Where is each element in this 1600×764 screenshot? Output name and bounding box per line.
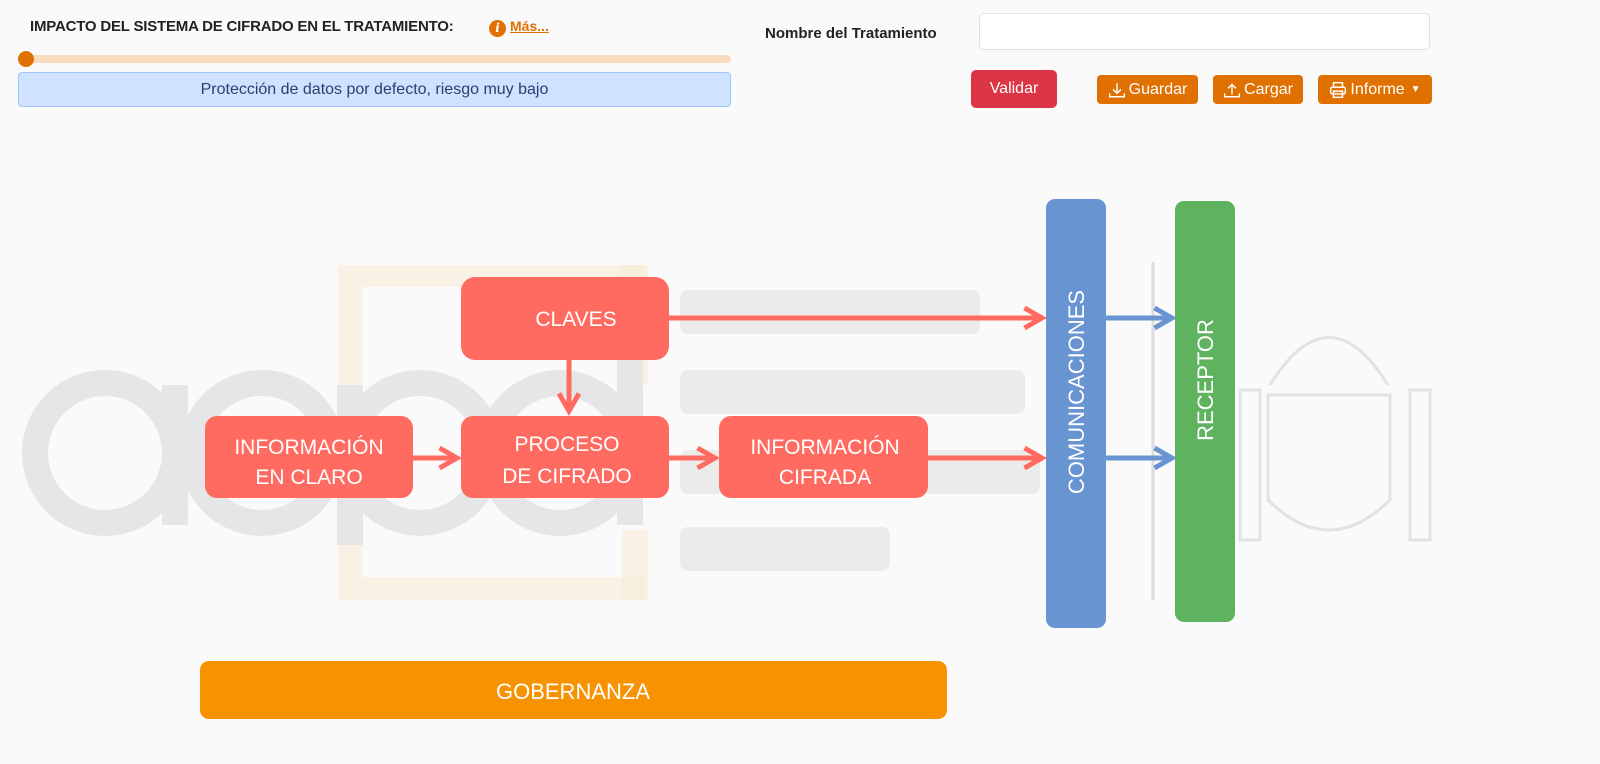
svg-text:INFORMACIÓN: INFORMACIÓN bbox=[234, 436, 383, 459]
keys-box: CLAVES bbox=[461, 277, 669, 360]
svg-text:GOBERNANZA: GOBERNANZA bbox=[496, 679, 650, 704]
coat-of-arms-icon bbox=[1238, 336, 1432, 542]
governance-bar: GOBERNANZA bbox=[200, 661, 947, 719]
svg-text:DE CIFRADO: DE CIFRADO bbox=[502, 465, 632, 488]
validate-button[interactable]: Validar bbox=[971, 70, 1057, 108]
svg-text:PROCESO: PROCESO bbox=[514, 433, 619, 456]
svg-text:RECEPTOR: RECEPTOR bbox=[1193, 319, 1218, 441]
svg-text:COMUNICACIONES: COMUNICACIONES bbox=[1064, 290, 1089, 494]
upload-icon bbox=[1224, 82, 1241, 97]
risk-level-text: Protección de datos por defecto, riesgo … bbox=[18, 72, 731, 107]
arrows bbox=[413, 305, 1178, 471]
svg-text:INFORMACIÓN: INFORMACIÓN bbox=[750, 436, 899, 459]
plain-info-box: INFORMACIÓN EN CLARO bbox=[205, 416, 413, 498]
info-icon[interactable]: i bbox=[489, 20, 506, 37]
svg-text:CLAVES: CLAVES bbox=[535, 308, 616, 331]
treatment-name-input[interactable] bbox=[979, 13, 1430, 50]
printer-icon bbox=[1330, 81, 1347, 98]
svg-text:EN CLARO: EN CLARO bbox=[255, 466, 362, 489]
caret-down-icon: ▼ bbox=[1410, 84, 1421, 95]
save-label: Guardar bbox=[1128, 80, 1188, 98]
load-button[interactable]: Cargar bbox=[1213, 75, 1303, 104]
impact-slider-thumb[interactable] bbox=[18, 51, 34, 67]
svg-text:CIFRADA: CIFRADA bbox=[779, 466, 871, 489]
impact-title: IMPACTO DEL SISTEMA DE CIFRADO EN EL TRA… bbox=[30, 18, 454, 35]
communications-bar: COMUNICACIONES bbox=[1046, 199, 1106, 628]
report-dropdown-button[interactable]: Informe ▼ bbox=[1318, 75, 1432, 104]
load-label: Cargar bbox=[1244, 80, 1293, 98]
more-link[interactable]: Más... bbox=[510, 18, 549, 34]
encryption-process-box: PROCESO DE CIFRADO bbox=[461, 416, 669, 498]
encrypted-info-box: INFORMACIÓN CIFRADA bbox=[719, 416, 928, 498]
treatment-name-label: Nombre del Tratamiento bbox=[765, 25, 937, 42]
report-label: Informe bbox=[1350, 80, 1405, 98]
impact-slider[interactable] bbox=[18, 55, 731, 63]
receiver-bar: RECEPTOR bbox=[1175, 201, 1235, 622]
download-icon bbox=[1108, 82, 1125, 97]
save-button[interactable]: Guardar bbox=[1097, 75, 1198, 104]
validate-label: Validar bbox=[989, 80, 1039, 97]
